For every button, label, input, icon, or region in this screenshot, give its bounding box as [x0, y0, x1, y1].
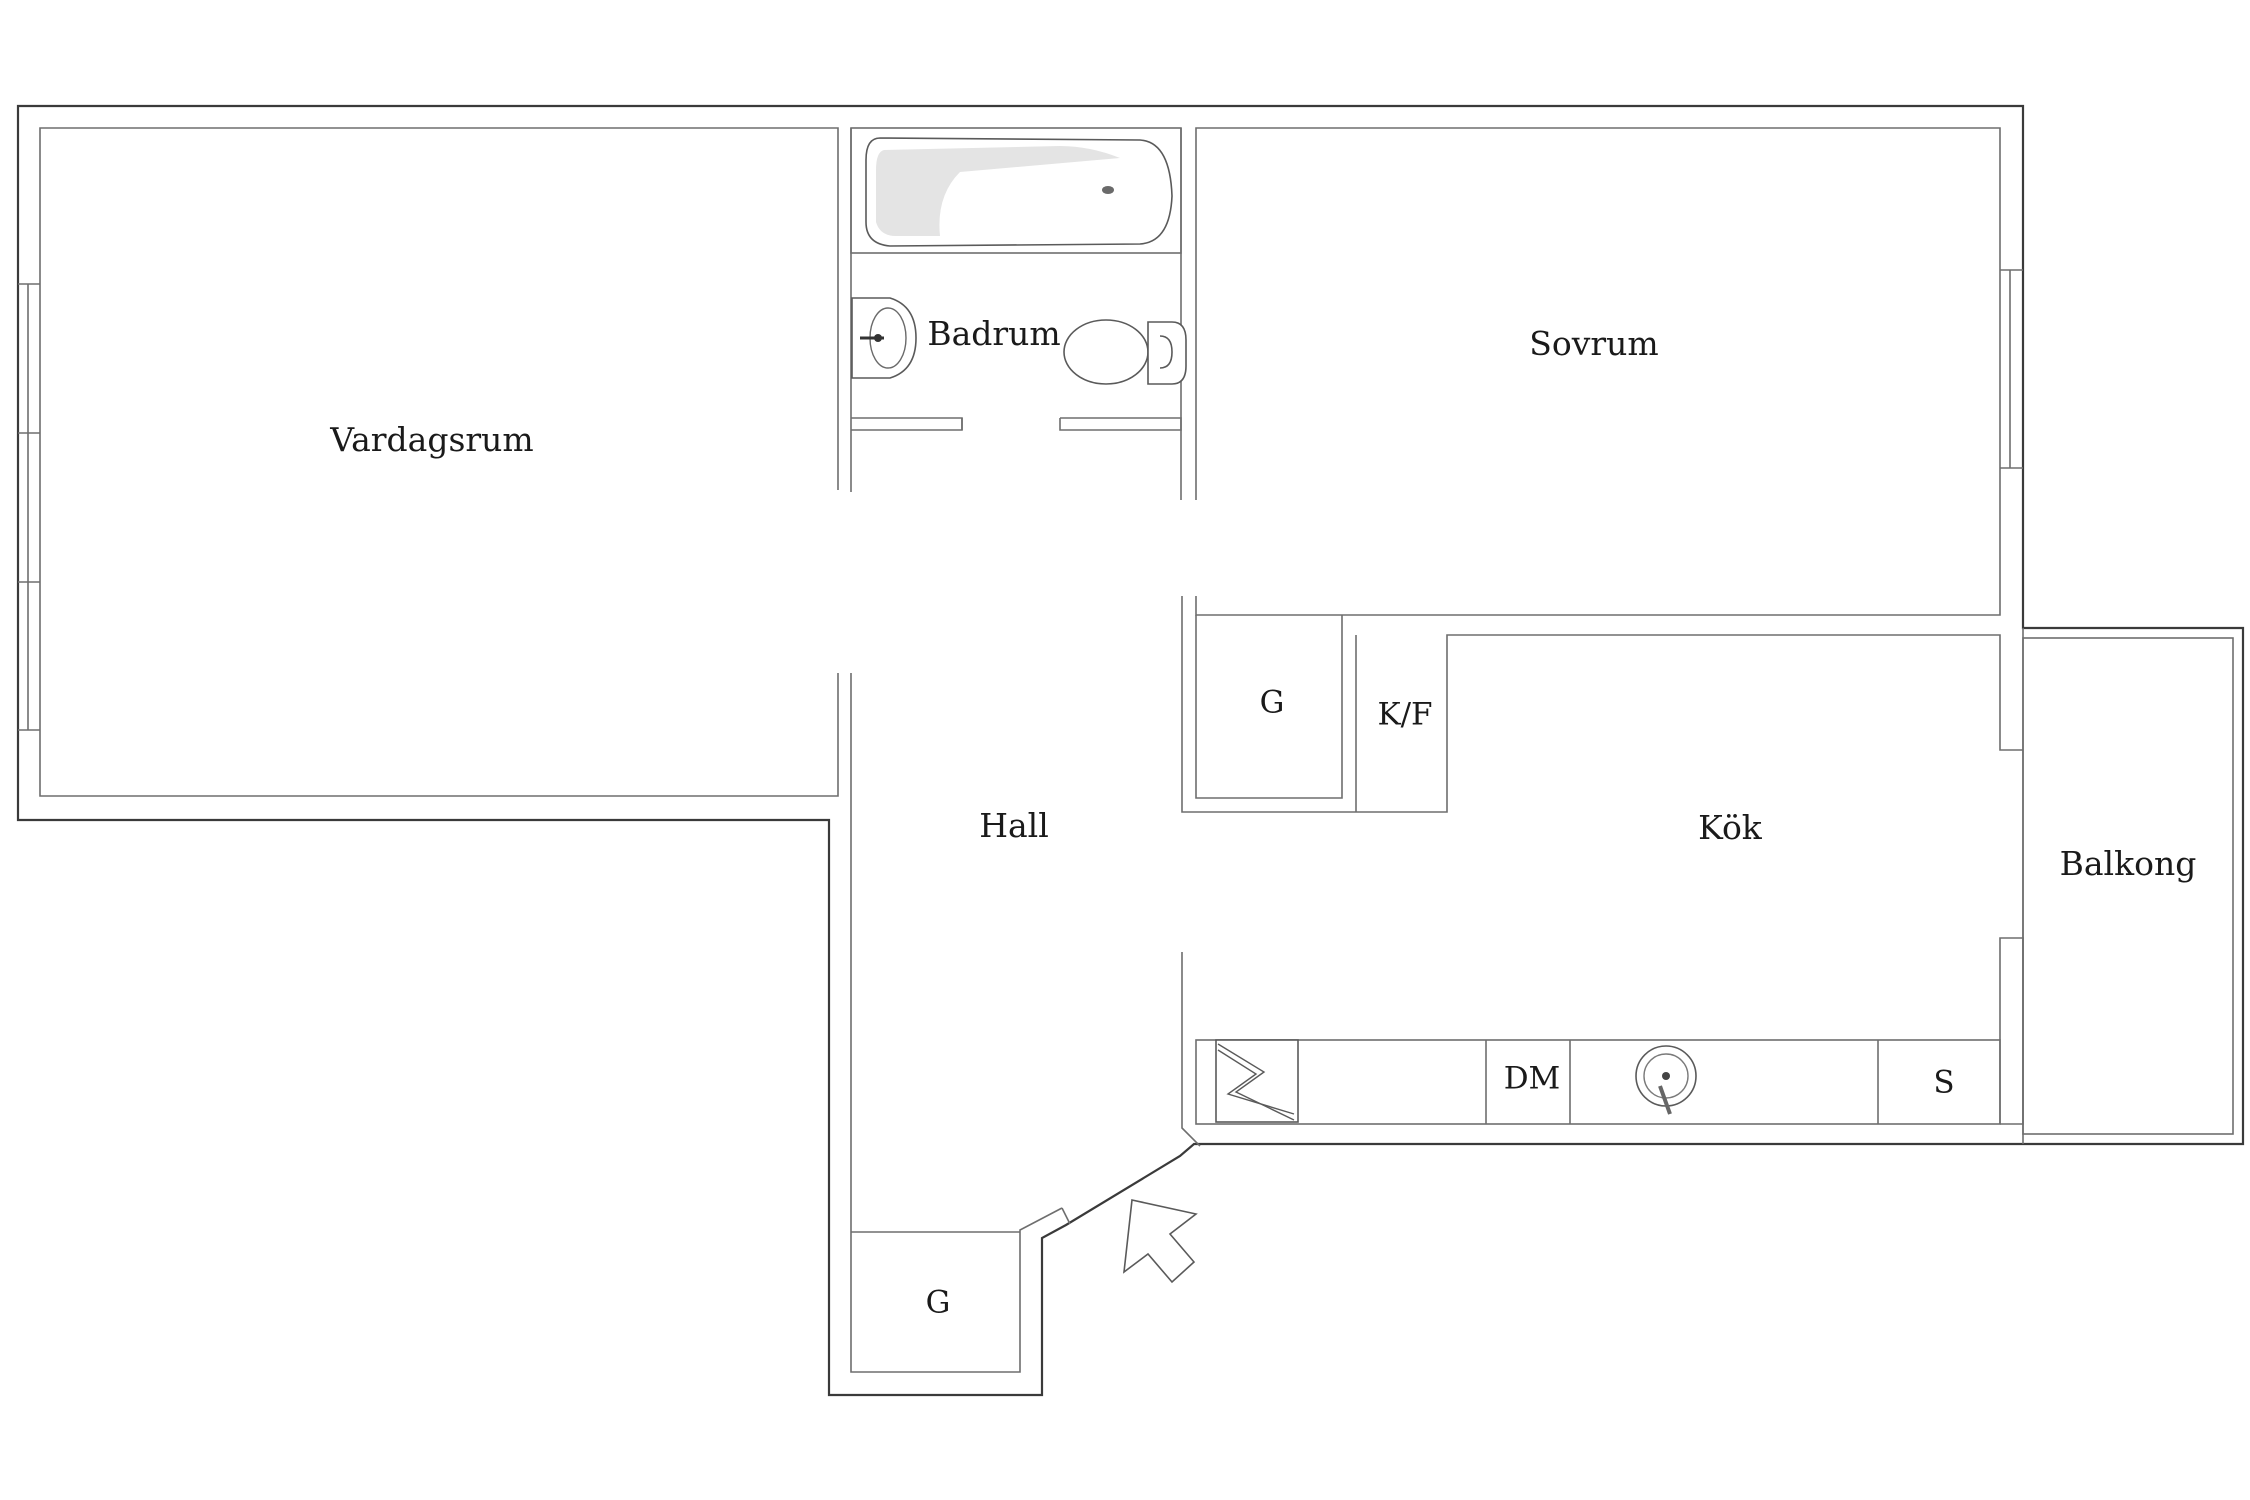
fixture-label-fridge-freezer: K/F: [1377, 697, 1432, 733]
kitchen-counter: [1195, 1039, 2001, 1125]
kok-walls: [1181, 596, 2024, 1147]
vardagsrum-wall-inner: [39, 127, 839, 797]
room-label-badrum: Badrum: [927, 314, 1060, 353]
toilet-icon: [1063, 319, 1187, 385]
fixture-label-dishwasher: DM: [1504, 1061, 1561, 1097]
room-label-balkong: Balkong: [2060, 844, 2197, 883]
balkong-walls: [2022, 637, 2234, 1135]
washbasin-icon: [851, 297, 917, 379]
kitchen-sink-icon: [1635, 1045, 1697, 1115]
bathtub-icon: [865, 137, 1173, 247]
vardagsrum-windows: [18, 283, 40, 731]
fixture-label-closet-hall: G: [926, 1285, 951, 1321]
outer-wall-outline: [16, 104, 2245, 1397]
room-label-kok: Kök: [1698, 808, 1763, 847]
room-label-sovrum: Sovrum: [1529, 324, 1658, 363]
electrical-cabinet-icon: [1215, 1039, 1299, 1123]
room-label-vardagsrum: Vardagsrum: [329, 420, 533, 459]
entrance-arrow-icon: [1123, 1199, 1198, 1284]
fixture-label-stove: S: [1933, 1065, 1954, 1101]
sovrum-walls: [1195, 127, 2023, 616]
hall-wall-left: [850, 673, 1063, 1373]
hall-entry-jamb: [1061, 1207, 1071, 1225]
room-label-hall: Hall: [979, 806, 1049, 845]
badrum-walls: [850, 127, 1182, 500]
fixture-label-closet-kitchen: G: [1260, 685, 1285, 721]
